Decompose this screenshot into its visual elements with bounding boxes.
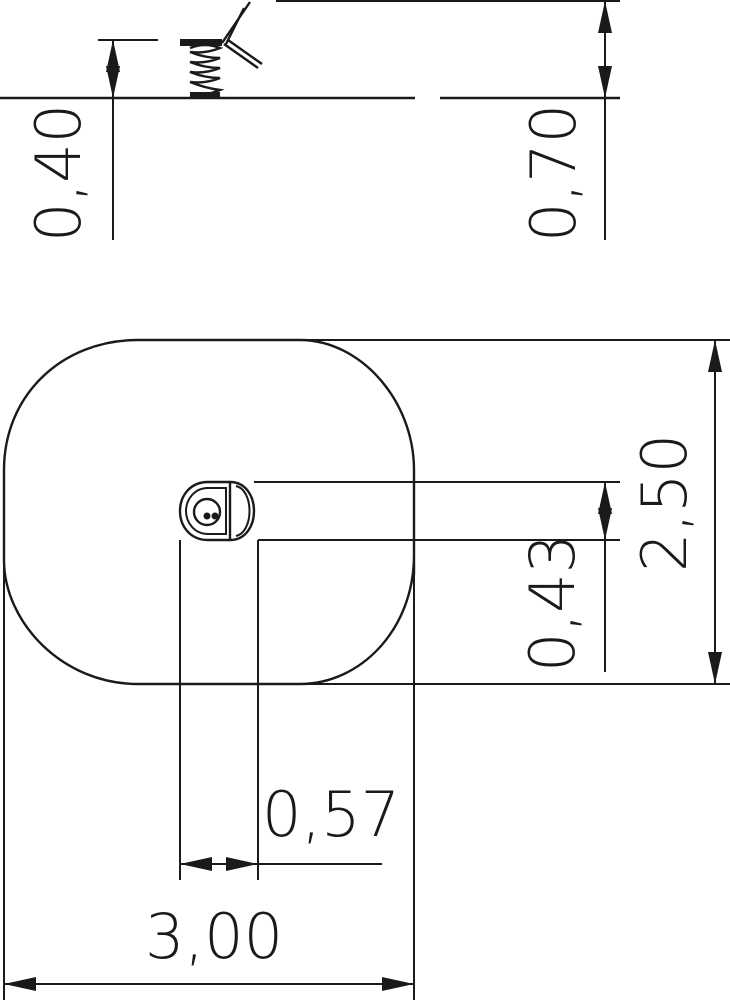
spring-top-plate — [180, 39, 222, 46]
dimension-total-height: 0,70 — [276, 0, 620, 242]
spring-center-dot — [203, 512, 211, 520]
rider-seat — [228, 480, 256, 542]
arrow-left — [4, 977, 36, 991]
total-height-label: 0,70 — [517, 104, 590, 242]
rider-body-inner — [184, 487, 227, 535]
spring-rider-plan — [178, 480, 256, 542]
spring-offset-x-label: 0,57 — [262, 778, 400, 851]
mount-height-label: 0,40 — [22, 104, 95, 242]
spring-offset-y-label: 0,43 — [516, 534, 589, 672]
arrow-top — [598, 1, 612, 33]
arrow-bottom — [106, 66, 120, 98]
dimension-spring-offset-y: 0,43 — [254, 481, 620, 672]
coil-spring — [189, 43, 225, 98]
handle-bar-inner — [224, 7, 246, 45]
depth-label: 2,50 — [628, 434, 701, 572]
arrow-top — [106, 40, 120, 72]
arrow-top — [708, 340, 722, 372]
safety-area-outline — [2, 338, 416, 686]
dimension-width: 3,00 — [3, 560, 415, 1000]
arrow-top — [598, 482, 612, 514]
rider-body — [178, 480, 230, 542]
elevation-view: 0,40 0,70 — [0, 0, 620, 242]
rider-seat-inner — [235, 485, 251, 537]
plan-view: 2,50 0,43 0,57 3,00 — [2, 338, 730, 1000]
arrow-bottom — [708, 652, 722, 684]
spring-dot — [211, 512, 219, 520]
footrest-inner — [227, 39, 263, 65]
dimension-mount-height: 0,40 — [22, 39, 158, 242]
spring-rider-elevation — [180, 1, 263, 98]
dimension-depth: 2,50 — [302, 339, 730, 685]
arrow-right — [226, 857, 258, 871]
arrow-right — [382, 977, 414, 991]
footrest — [223, 43, 259, 69]
dimension-spring-offset-x: 0,57 — [179, 540, 400, 880]
spring-circle — [192, 497, 222, 527]
arrow-bottom — [598, 66, 612, 98]
arrow-bottom — [598, 508, 612, 540]
arrow-left — [180, 857, 212, 871]
width-label: 3,00 — [145, 900, 283, 973]
spring-base-plate — [190, 92, 220, 98]
